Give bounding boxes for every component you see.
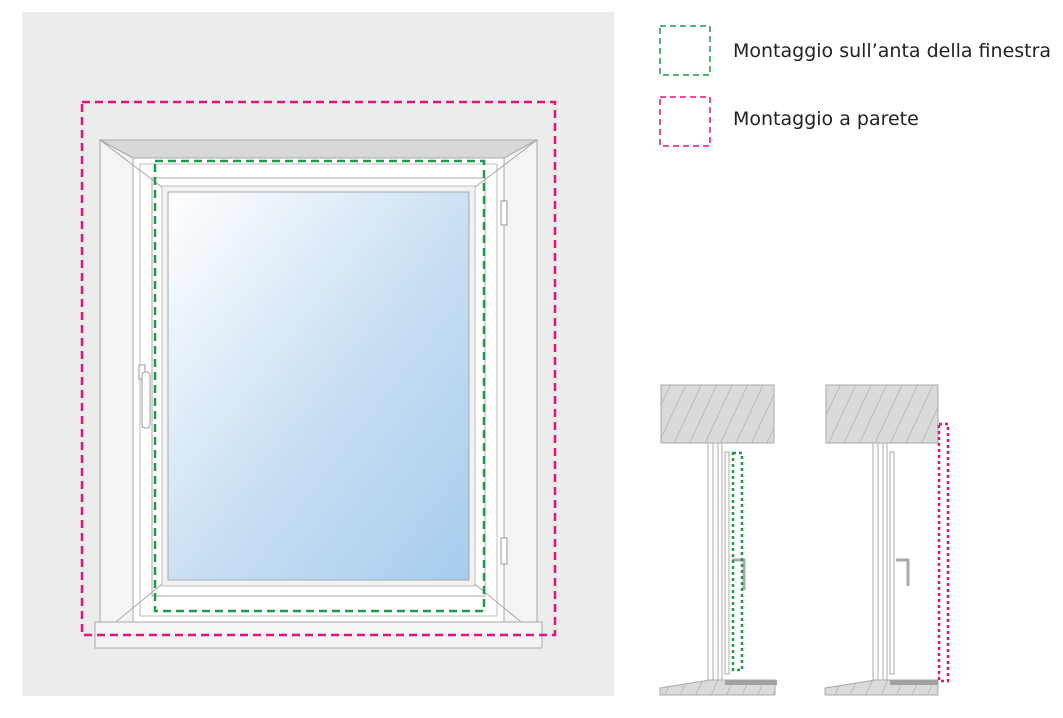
legend-label-sash-mount: Montaggio sull’anta della finestra [733,40,1052,62]
green-mounting-outline [153,159,486,613]
front-view [22,12,614,696]
legend-pink-swatch [659,96,711,147]
hinge-bottom [500,537,508,565]
section-sash-mount [659,384,777,696]
window-glass [167,191,470,581]
reveal-top [99,139,538,159]
pink-mounting-outline [80,100,557,637]
reveal-left [99,139,134,623]
handle-icon [138,364,151,429]
legend-label-wall-mount: Montaggio a parete [733,108,919,130]
hinge-top [500,200,508,226]
section-wall-mount [824,384,950,696]
legend-green-swatch [659,25,711,76]
reveal-right [503,139,538,623]
